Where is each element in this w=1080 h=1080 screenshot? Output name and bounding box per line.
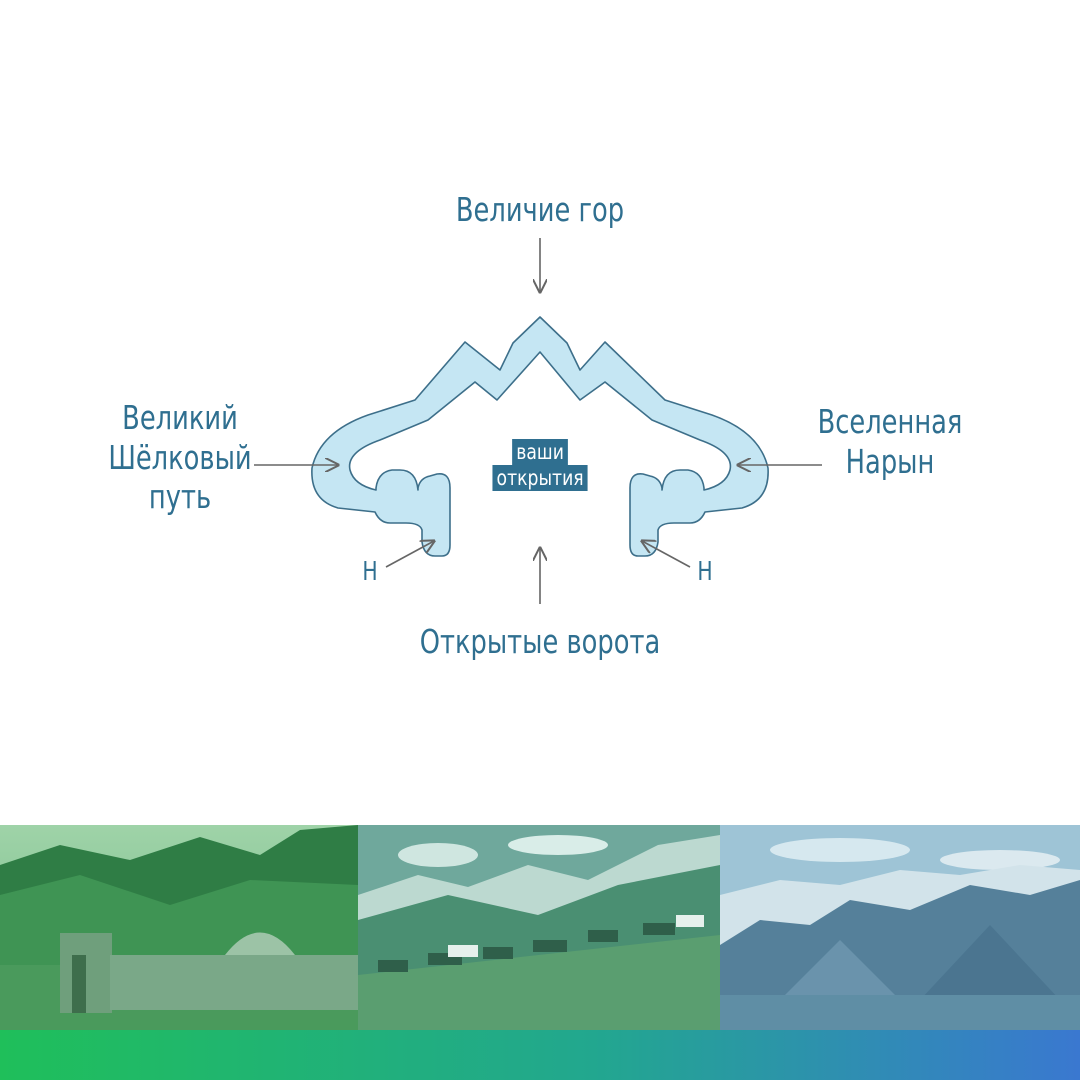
mountains-photo [720, 825, 1080, 1030]
label-universe-naryn: Вселенная Нарын [796, 402, 983, 481]
label-silk-road-line-1: Великий [122, 398, 238, 437]
label-n-left: Н [362, 557, 378, 587]
logo-diagram [254, 238, 822, 604]
arrow-n-left [385, 541, 434, 568]
label-universe-naryn-line-1: Вселенная [817, 402, 963, 441]
label-silk-road-line-3: путь [148, 477, 212, 517]
center-badge: ваши открытия [482, 436, 598, 494]
label-open-gates: Открытые ворота [419, 622, 661, 661]
center-badge-line-1: ваши [512, 439, 568, 465]
caravanserai-photo [0, 825, 358, 1030]
label-silk-road: Великий Шёлковый путь [79, 398, 282, 517]
center-badge-line-2: открытия [492, 465, 588, 491]
gradient-bar [0, 1030, 1080, 1080]
mountain-arch-shape [311, 316, 769, 557]
horses-photo [358, 825, 720, 1030]
label-n-right: Н [697, 557, 713, 587]
label-mountains-grandeur: Величие гор [455, 190, 625, 229]
label-universe-naryn-line-2: Нарын [845, 441, 935, 481]
arrow-n-right [642, 541, 691, 568]
label-silk-road-line-2: Шёлковый [108, 437, 252, 477]
photo-strip [0, 825, 1080, 1030]
